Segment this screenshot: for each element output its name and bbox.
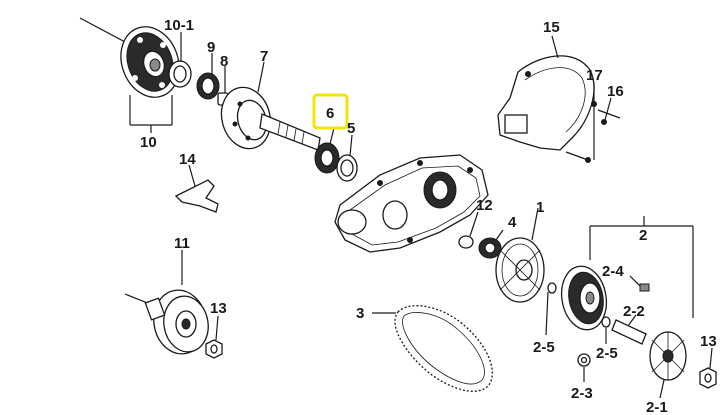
label-8: 8	[220, 53, 228, 70]
label-12: 12	[476, 197, 493, 214]
label-15: 15	[543, 19, 560, 36]
label-17: 17	[586, 67, 603, 84]
part-2-5-washer-right	[601, 316, 611, 344]
label-10: 10	[140, 134, 157, 151]
part-2-1-fan	[649, 331, 687, 399]
label-13-right: 13	[700, 333, 717, 350]
label-10-1: 10-1	[164, 17, 194, 34]
label-2-5-left: 2-5	[533, 339, 555, 356]
part-10-1-washer	[168, 32, 192, 88]
label-9: 9	[207, 39, 215, 56]
leader-10	[129, 95, 173, 133]
part-10-clutch-outer	[79, 17, 180, 98]
part-11-driven-pulley	[124, 250, 209, 355]
part-2-5-washer-left	[545, 282, 557, 336]
part-2-3-nut	[577, 353, 591, 382]
part-5-seal	[336, 134, 358, 182]
label-3: 3	[356, 305, 364, 322]
part-4-bearing	[478, 229, 504, 259]
part-16-bolts	[597, 97, 621, 125]
label-2-3: 2-3	[571, 385, 593, 402]
part-2-bracket	[589, 216, 694, 318]
label-2-2: 2-2	[623, 303, 645, 320]
highlight-box-part-6	[312, 93, 349, 130]
label-2: 2	[639, 227, 647, 244]
part-17-bolts	[565, 83, 597, 163]
part-2-clutch-assembly	[560, 265, 608, 331]
label-1: 1	[536, 199, 544, 216]
part-7-drive-pulley	[220, 61, 321, 151]
part-13-nut-right	[699, 347, 717, 389]
label-2-5-right: 2-5	[596, 345, 618, 362]
label-16: 16	[607, 83, 624, 100]
label-2-1: 2-1	[646, 399, 668, 415]
label-5: 5	[347, 120, 355, 137]
part-1-fan-pulley	[495, 207, 545, 303]
label-13-left: 13	[210, 300, 227, 317]
crankcase	[334, 154, 489, 253]
label-7: 7	[260, 48, 268, 65]
part-14-fork	[174, 164, 219, 213]
part-12-oring	[458, 211, 479, 249]
part-15-cover	[497, 35, 595, 151]
part-13-nut-left	[205, 315, 223, 359]
part-9-bearing	[196, 53, 220, 100]
label-2-4: 2-4	[602, 263, 624, 280]
part-3-belt	[372, 305, 493, 392]
label-6: 6	[326, 105, 334, 122]
label-4: 4	[508, 214, 517, 231]
part-2-2-sleeve	[611, 314, 647, 345]
label-11: 11	[174, 235, 190, 252]
part-6-bearing	[314, 127, 340, 174]
part-2-4-bolt	[629, 275, 650, 292]
label-14: 14	[179, 151, 196, 168]
